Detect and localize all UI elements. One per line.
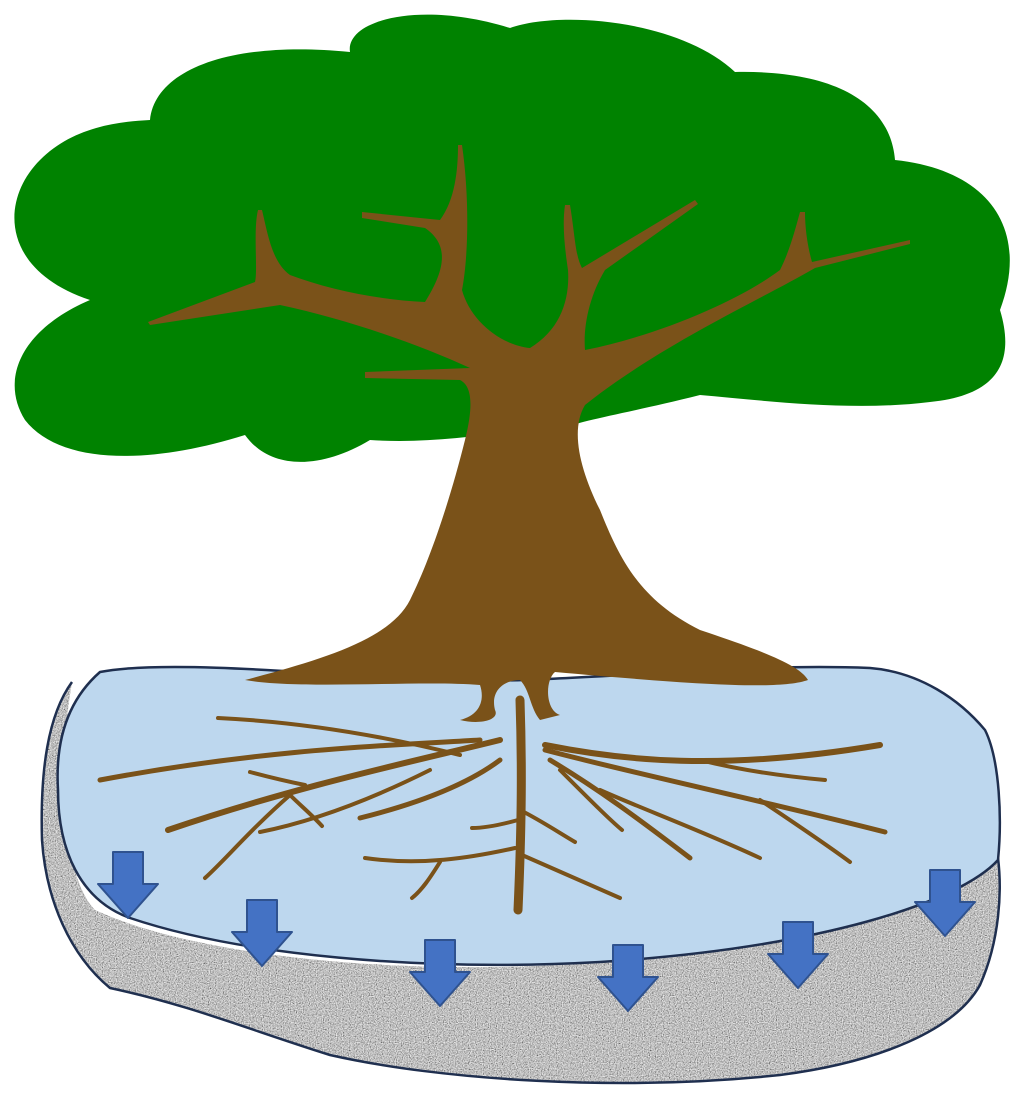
- root-main: [518, 700, 521, 910]
